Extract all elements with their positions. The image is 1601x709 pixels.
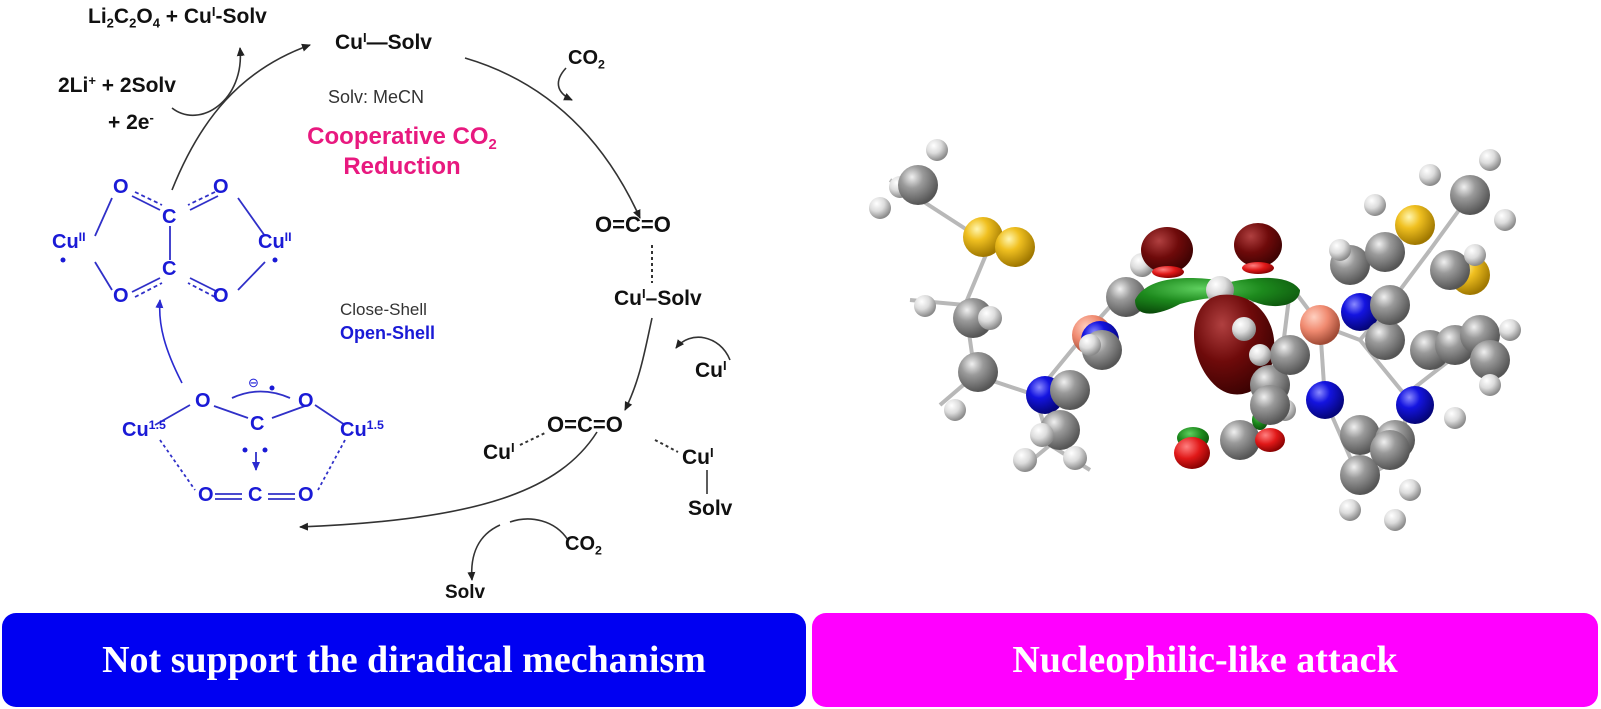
intermediate-cu-left: Cu1.5 [122, 418, 166, 441]
bridged-cu-right: CuI [682, 445, 714, 470]
close-shell-label: Close-Shell [340, 300, 427, 319]
co2-adduct: O=C=O [595, 212, 671, 237]
catalytic-cycle-arrows [60, 43, 731, 581]
right-conclusion-banner: Nucleophilic-like attack [812, 613, 1598, 707]
intermediate-o-bl: O [198, 484, 214, 506]
open-shell-label: Open-Shell [340, 323, 436, 343]
cu-solv-top: CuI—Solv [335, 30, 432, 55]
arrow-oxalate-to-cusolv [171, 43, 311, 191]
reagents-left-line2: + 2e- [108, 110, 154, 135]
oxalate-cu-right: CuII [258, 230, 292, 253]
co2-reagent-1: CO2 [568, 47, 605, 72]
intermediate-o-right: O [298, 390, 314, 412]
reagents-left-line1: 2Li+ + 2Solv [58, 73, 176, 98]
arrow-cusolv-to-adduct [464, 57, 641, 219]
arrow-bridged-to-intermediate [299, 431, 598, 531]
oxalate-o-tr: O [213, 176, 229, 198]
bridged-solv: Solv [688, 497, 733, 520]
arrow-cu-in [675, 336, 731, 361]
left-banner-text: Not support the diradical mechanism [102, 639, 706, 681]
intermediate-minus-charge: ⊖ [248, 375, 259, 390]
bridged-co2: O=C=O [547, 412, 623, 437]
oxalate-o-br: O [213, 285, 229, 307]
bridged-cu-left: CuI [483, 440, 515, 465]
oxalate-o-bl: O [113, 285, 129, 307]
right-banner-text: Nucleophilic-like attack [1012, 639, 1398, 681]
oxalate-c-top: C [162, 206, 177, 228]
arrow-co2-in-2 [509, 518, 569, 541]
product-top-label: Li2C2O4 + CuI-Solv [88, 4, 267, 31]
cu-reagent: CuI [695, 358, 727, 383]
cu-solv-mid: CuI–Solv [614, 286, 702, 311]
oxalate-o-tl: O [113, 176, 129, 198]
intermediate-o-left: O [195, 390, 211, 412]
arrow-intermediate-to-oxalate [155, 299, 183, 384]
intermediate-c-bottom: C [248, 484, 263, 506]
orbital-isosurface-model [869, 139, 1521, 531]
solv-product: Solv [445, 582, 486, 603]
intermediate-c-top: C [250, 413, 265, 435]
arrow-adduct-to-bridged [624, 317, 653, 411]
oxalate-c-bottom: C [162, 258, 177, 280]
intermediate-cu-right: Cu1.5 [340, 418, 384, 441]
oxalate-cu-left: CuII [52, 230, 86, 253]
arrow-product-out [171, 47, 245, 117]
arrow-solv-out [467, 524, 501, 581]
intermediate-o-br: O [298, 484, 314, 506]
left-conclusion-banner: Not support the diradical mechanism [2, 613, 806, 707]
arrow-co2-in-1 [557, 67, 573, 101]
co2-reagent-2: CO2 [565, 533, 602, 558]
cycle-title: Cooperative CO2 Reduction [307, 123, 497, 181]
solvent-note: Solv: MeCN [328, 87, 425, 107]
